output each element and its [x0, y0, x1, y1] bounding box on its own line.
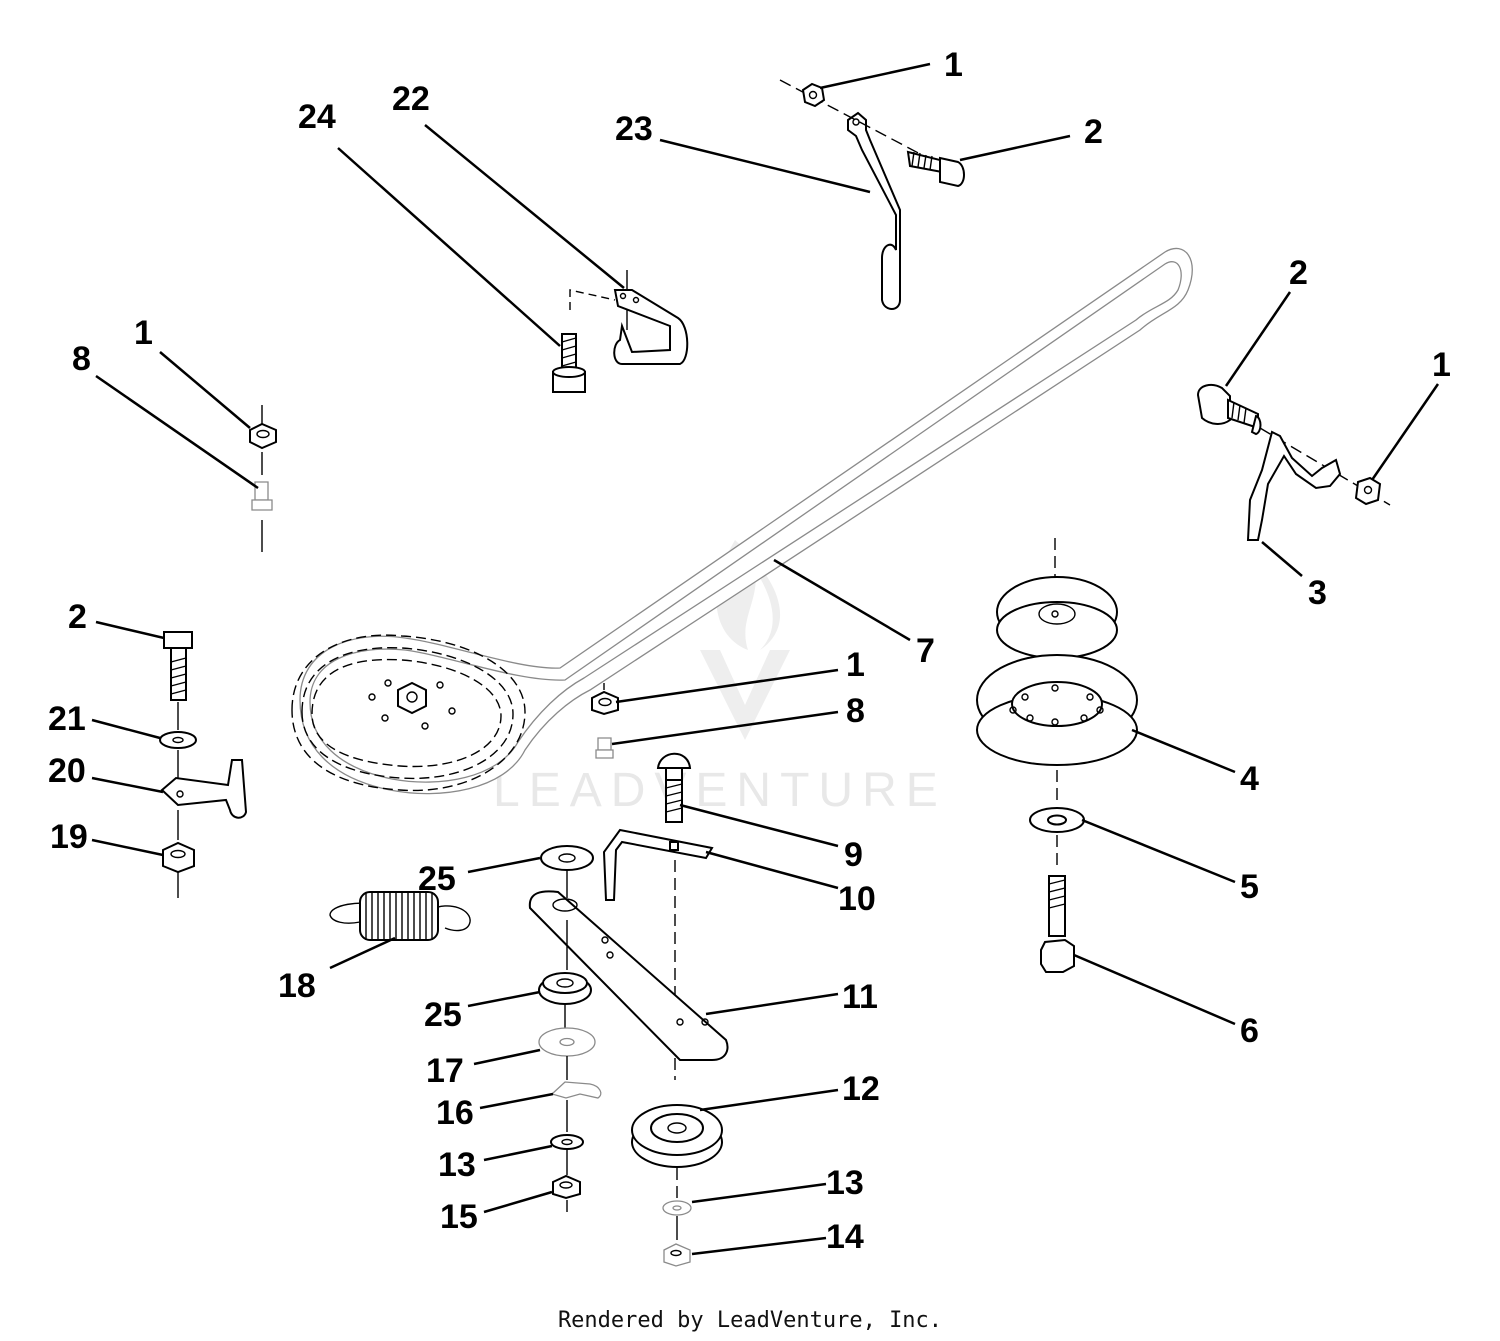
callout-1: 1 [1432, 346, 1451, 384]
callout-22: 22 [392, 80, 430, 118]
callout-9: 9 [844, 836, 863, 874]
callout-24: 24 [298, 98, 336, 136]
part-drive-belt [291, 247, 1193, 795]
callout-11: 11 [842, 978, 878, 1016]
part-nut-and-stud-left [249, 405, 277, 552]
callout-16: 16 [436, 1094, 474, 1132]
part-bushing-upper [540, 845, 594, 898]
callout-10: 10 [838, 880, 876, 918]
callout-14: 14 [826, 1218, 864, 1256]
leader-lines [91, 62, 1440, 1256]
callout-23: 23 [615, 110, 653, 148]
part-belt-guide-upper [779, 79, 965, 310]
callout-3: 3 [1308, 574, 1327, 612]
leadventure-watermark: LEADVENTURE [493, 540, 947, 817]
callout-13: 13 [438, 1146, 476, 1184]
callout-1: 1 [944, 46, 963, 84]
part-left-bolt-stack [159, 631, 248, 898]
callout-labels: 1 2 23 22 24 2 1 3 1 8 7 4 5 6 2 21 20 1… [48, 46, 1451, 1256]
callout-25: 25 [424, 996, 462, 1034]
part-lower-stack [538, 972, 602, 1212]
part-carriage-bolt-and-bracket [602, 752, 714, 1080]
part-belt-guide-right [1196, 383, 1391, 541]
callout-17: 17 [426, 1052, 464, 1090]
watermark-text: LEADVENTURE [493, 764, 947, 817]
callout-4: 4 [1240, 760, 1259, 798]
callout-1: 1 [846, 646, 865, 684]
part-spring [329, 891, 471, 941]
part-idler-pulley [631, 1104, 723, 1267]
callout-21: 21 [48, 700, 86, 738]
callout-12: 12 [842, 1070, 880, 1108]
part-belt-guide-small [552, 270, 689, 393]
callout-19: 19 [50, 818, 88, 856]
callout-2: 2 [1289, 254, 1308, 292]
callout-8: 8 [72, 340, 91, 378]
callout-2: 2 [68, 598, 87, 636]
callout-20: 20 [48, 752, 86, 790]
callout-18: 18 [278, 967, 316, 1005]
callout-5: 5 [1240, 868, 1259, 906]
callout-2: 2 [1084, 113, 1103, 151]
callout-13: 13 [826, 1164, 864, 1202]
part-nut-and-stud-mid [591, 683, 619, 759]
part-engine-pulley [976, 538, 1138, 973]
callout-6: 6 [1240, 1012, 1259, 1050]
callout-8: 8 [846, 692, 865, 730]
callout-7: 7 [916, 632, 935, 670]
callout-25: 25 [418, 860, 456, 898]
rendered-by-credit: Rendered by LeadVenture, Inc. [557, 1308, 943, 1333]
part-idler-arm [528, 890, 729, 1061]
callout-1: 1 [134, 314, 153, 352]
callout-15: 15 [440, 1198, 478, 1236]
